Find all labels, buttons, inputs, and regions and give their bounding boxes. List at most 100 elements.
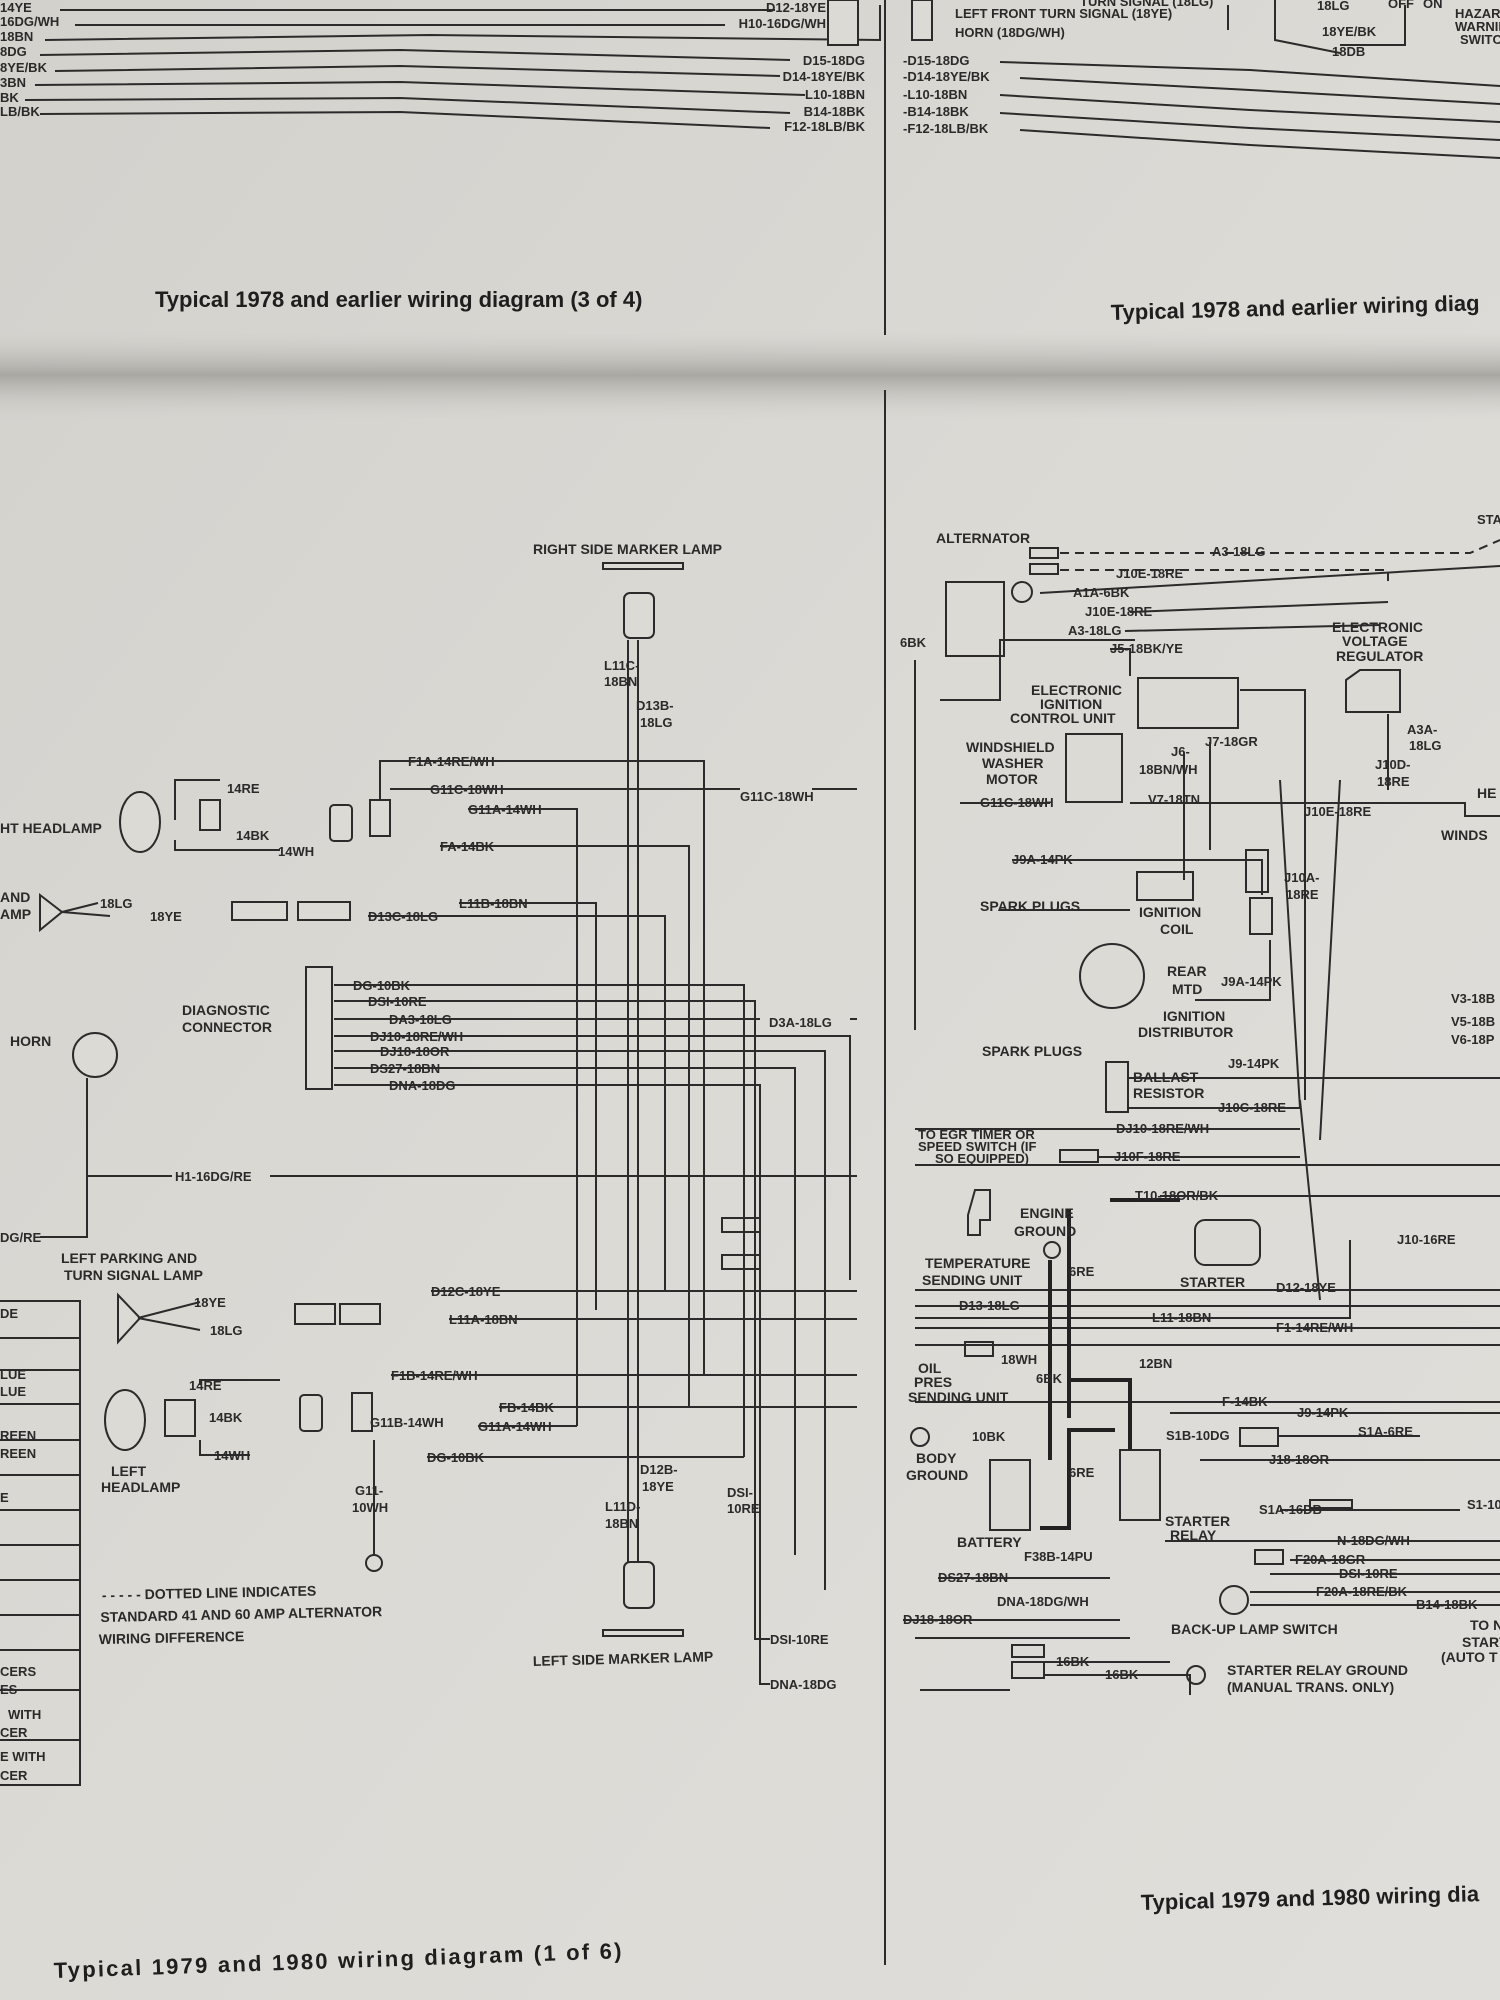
wire-label: A3-18LG (1212, 544, 1265, 559)
marker-lamp-base (602, 562, 684, 570)
marker-lamp-bulb (623, 1561, 655, 1609)
table-cell: E (0, 1490, 9, 1505)
wire-label: 14WH (214, 1448, 250, 1463)
table-cell: LUE (0, 1367, 26, 1382)
component-label: BODY (916, 1450, 957, 1466)
wire-label: J10F-18RE (1114, 1149, 1181, 1164)
wire-label: LEFT FRONT TURN SIGNAL (18YE) (955, 6, 1172, 21)
wire-label: DSI-10RE (1339, 1566, 1398, 1581)
component-label: OIL (918, 1360, 942, 1376)
table-cell: REEN (0, 1446, 36, 1461)
component-label: STARTER RELAY GROUND (1227, 1662, 1408, 1678)
ground-icon (365, 1554, 383, 1572)
wire-label: N-18DG/WH (1337, 1533, 1410, 1548)
wire-label: 16BK (1056, 1654, 1090, 1669)
component-label: CONTROL UNIT (1010, 710, 1116, 726)
left-headlamp-icon (104, 1389, 146, 1451)
wire-label: D12C-18YE (431, 1284, 501, 1299)
wire-label: DSI-10RE (770, 1632, 829, 1647)
wire-label: DS27-18BN (938, 1570, 1008, 1585)
marker-lamp-base (602, 1629, 684, 1637)
wire-label: 18BN (604, 674, 637, 689)
component-label: DISTRIBUTOR (1138, 1024, 1233, 1040)
component-label: LEFT SIDE MARKER LAMP (533, 1648, 714, 1669)
wire-label: J10D- (1375, 757, 1410, 772)
top-right-end-wire-labels: D12-18YE H10-16DG/WH D15-18DG D14-18YE/B… (739, 0, 866, 134)
wire-label: 6BK (900, 635, 927, 650)
component-label: IGNITION (1163, 1008, 1225, 1024)
legend-text: STANDARD 41 AND 60 AMP ALTERNATOR (100, 1603, 382, 1625)
wire-label: DG/RE (0, 1230, 42, 1245)
terminal-icon (1011, 581, 1033, 603)
temperature-sender-icon (967, 1189, 991, 1236)
wire-label: 6RE (1069, 1264, 1095, 1279)
connector-icon (294, 1303, 336, 1325)
table-cell: DE (0, 1306, 18, 1321)
component-label: HAZARD (1455, 6, 1500, 21)
wire-label: J9A-14PK (1012, 852, 1073, 867)
connector-icon (339, 1303, 381, 1325)
connector-icon (231, 901, 288, 921)
component-label: HT HEADLAMP (0, 820, 102, 836)
wire-label: F1B-14RE/WH (391, 1368, 478, 1383)
wire-label: 18BN (0, 29, 33, 44)
component-label: COIL (1160, 921, 1194, 937)
left-parking-lamp-icon (117, 1292, 142, 1345)
wire-label: F1-14RE/WH (1276, 1320, 1353, 1335)
wire-label: DJ10-18RE/WH (370, 1029, 463, 1044)
wire-label: L11D- (605, 1499, 640, 1514)
wire-label: G11C-18WH (430, 782, 504, 797)
connector-icon (299, 1394, 323, 1432)
wire-label: J10C-18RE (1218, 1100, 1286, 1115)
wire-label: DJ18-18OR (903, 1612, 973, 1627)
wire-label: F20A-18GR (1295, 1552, 1366, 1567)
wire-label: D13B- (636, 698, 674, 713)
wire-label: DNA-18DG/WH (997, 1594, 1089, 1609)
wire-label: 14BK (209, 1410, 243, 1425)
ignition-control-unit-icon (1137, 677, 1239, 729)
connector-icon (199, 799, 221, 831)
component-label: TEMPERATURE (925, 1255, 1031, 1271)
component-label: ALTERNATOR (936, 530, 1030, 546)
wire-label: A3-18LG (1068, 623, 1121, 638)
wire-label: J6- (1171, 744, 1190, 759)
wire-label: 8YE/BK (0, 60, 48, 75)
wire-label: DNA-18DG (389, 1078, 455, 1093)
wire-label: H1-16DG/RE (175, 1169, 252, 1184)
wire-label: DJ10-18RE/WH (1116, 1121, 1209, 1136)
component-label: RIGHT SIDE MARKER LAMP (533, 541, 722, 557)
wire-label: 18RE (1377, 774, 1410, 789)
wire-label: DNA-18DG (770, 1677, 836, 1692)
component-label: TURN SIGNAL LAMP (64, 1267, 203, 1283)
distributor-icon (1079, 943, 1145, 1009)
component-label: IGNITION (1040, 696, 1102, 712)
connector-icon (164, 1399, 196, 1437)
component-label: START (1462, 1634, 1500, 1650)
wire-label: F-14BK (1222, 1394, 1268, 1409)
wire-label: 18YE (642, 1479, 674, 1494)
table-cell: LUE (0, 1384, 26, 1399)
wire-label: -B14-18BK (903, 104, 969, 119)
wire-label: L11A-18BN (449, 1312, 518, 1327)
caption-1978-3-of-4: Typical 1978 and earlier wiring diagram … (155, 287, 642, 312)
wire-label: G11C-18WH (740, 789, 814, 804)
component-label: LEFT (111, 1463, 146, 1479)
fusible-link-icon (1254, 1549, 1284, 1565)
wire-label: 18BN/WH (1139, 762, 1198, 777)
wire-label: H10-16DG/WH (739, 16, 826, 31)
hazard-switch-labels: TURN SIGNAL (18LG) LEFT FRONT TURN SIGNA… (955, 0, 1500, 59)
wire-label: 18LG (1317, 0, 1350, 13)
wire-label: FB-14BK (499, 1400, 555, 1415)
body-ground-icon (910, 1427, 930, 1447)
wire-label: J9-14PK (1297, 1405, 1349, 1420)
wire-label: G11A-14WH (468, 802, 542, 817)
wire-color-table (0, 1300, 81, 1786)
component-label: MOTOR (986, 771, 1038, 787)
switch-position-label: OFF (1388, 0, 1414, 11)
component-label: AND (0, 889, 30, 905)
wire-label: V5-18B (1451, 1014, 1495, 1029)
fusible-link-icon (1309, 1499, 1353, 1509)
wire-label: J9-14PK (1228, 1056, 1280, 1071)
wire-label: 14YE (0, 0, 32, 15)
